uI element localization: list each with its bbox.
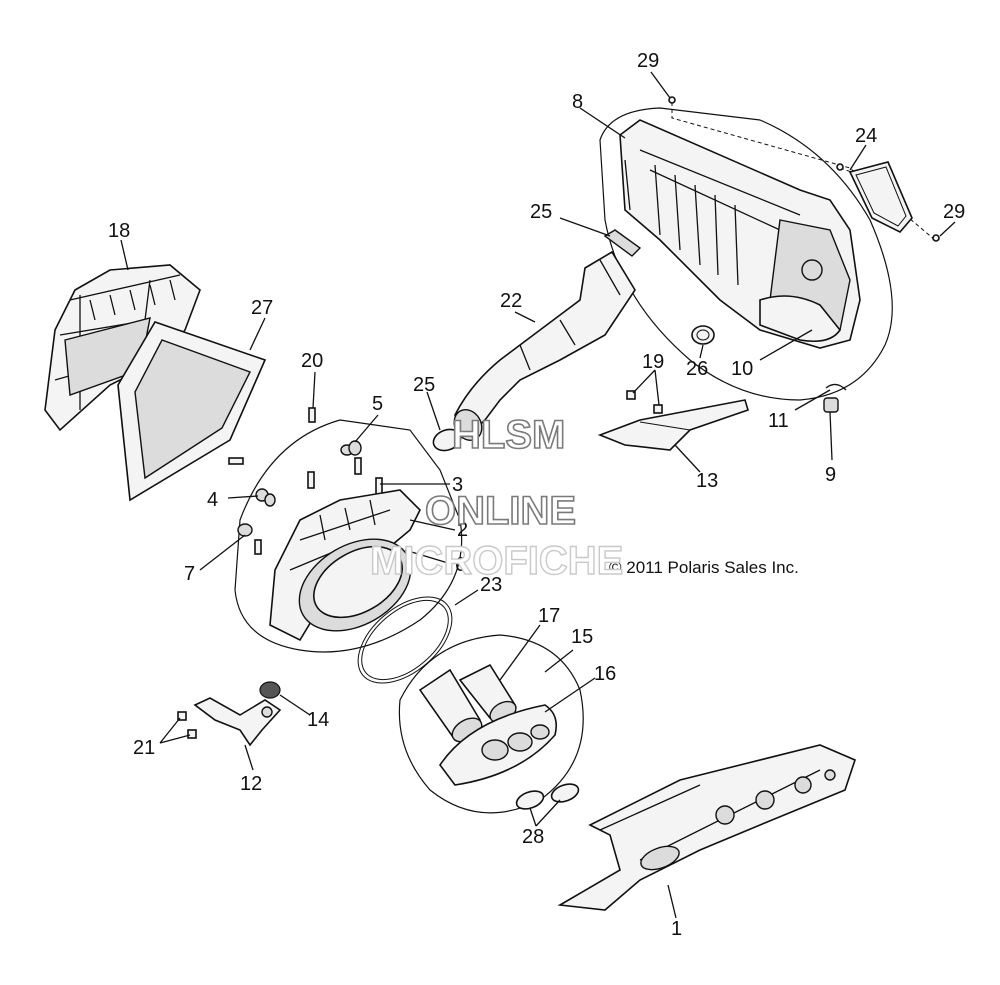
callout-18: 18: [108, 220, 130, 242]
callout-22: 22: [500, 290, 522, 312]
callout-15: 15: [571, 626, 593, 648]
callout-13: 13: [696, 470, 718, 492]
callout-2: 2: [457, 519, 468, 541]
callout-21: 21: [133, 737, 155, 759]
callout-16: 16: [594, 663, 616, 685]
filter-element-part-27: [117, 321, 267, 502]
nut-part-14: [259, 681, 281, 699]
callout-26: 26: [686, 358, 708, 380]
clamp-part-28: [515, 783, 580, 810]
mounting-plate-part-1: [557, 744, 856, 911]
bracket-part-13: [597, 399, 749, 451]
callout-3: 3: [452, 474, 463, 496]
callout-1: 1: [671, 918, 682, 940]
callout-17: 17: [538, 605, 560, 627]
callout-10: 10: [731, 358, 753, 380]
watermark-line-3: MICROFICHE: [370, 539, 623, 583]
bracket-part-12: [193, 697, 282, 747]
intake-duct-part-22: [453, 250, 636, 442]
ring-part-26: [691, 325, 715, 345]
callout-29-right: 29: [943, 201, 965, 223]
watermark-line-1: HLSM: [452, 413, 565, 457]
intake-assembly-part-15: [398, 634, 584, 814]
callout-4: 4: [207, 489, 218, 511]
airbox-base-part-6: [269, 489, 421, 642]
clip-part-11: [825, 383, 847, 391]
callout-23: 23: [480, 574, 502, 596]
callout-8: 8: [572, 91, 583, 113]
callout-7: 7: [184, 563, 195, 585]
callout-14: 14: [307, 709, 329, 731]
airbox-cover-part-18: [44, 264, 201, 432]
callout-5: 5: [372, 393, 383, 415]
callout-labels: 29 8 24 29 25 18 27 22 20 25 5 19 26 10 …: [108, 50, 965, 940]
callout-25-lower: 25: [413, 374, 435, 396]
watermark: HLSM ONLINE MICROFICHE: [369, 412, 624, 584]
gasket-part-24: [848, 161, 913, 233]
watermark-line-2: ONLINE: [425, 489, 576, 533]
callout-12: 12: [240, 773, 262, 795]
airbox-housing-part-8: [599, 102, 936, 401]
bolt-part-21: [177, 711, 197, 739]
fitting-part-9: [823, 397, 839, 413]
callout-9: 9: [825, 464, 836, 486]
callout-27: 27: [251, 297, 273, 319]
callout-24: 24: [855, 125, 877, 147]
screw-part-29: [668, 96, 940, 242]
callout-6: 6: [455, 554, 466, 576]
callout-25-upper: 25: [530, 201, 552, 223]
callout-29-top: 29: [637, 50, 659, 72]
airbox-hardware-group: [228, 407, 463, 653]
clamp-part-25-upper: [603, 229, 642, 257]
clamp-part-25-lower: [432, 428, 462, 452]
leader-lines: [120, 71, 956, 919]
callout-20: 20: [301, 350, 323, 372]
callout-11: 11: [768, 410, 789, 432]
bolt-part-19: [626, 390, 663, 414]
callout-28: 28: [522, 826, 544, 848]
copyright-notice: © 2011 Polaris Sales Inc.: [609, 558, 799, 577]
callout-19: 19: [642, 351, 664, 373]
